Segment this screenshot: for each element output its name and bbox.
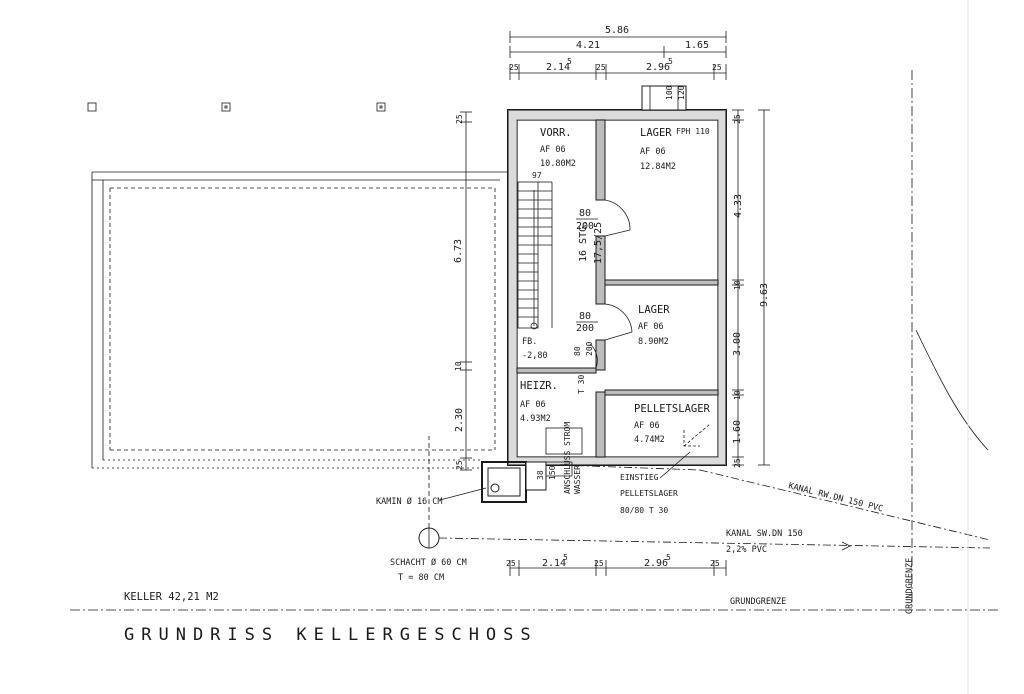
einstieg-c: 80/80 T 30 [620,506,668,515]
room-lager-2-floor: AF 06 [638,322,664,332]
dim-top-room-a-sup: 5 [567,57,572,66]
dim-right-a: 4.33 [733,194,744,218]
dim-left-wall-bottom: 25 [455,460,464,470]
room-pelletslager: PELLETSLAGER AF 06 4.74M2 [634,403,711,447]
dim-left-a: 6.73 [453,239,464,263]
room-lager-2-area: 8.90M2 [638,337,669,347]
doors: 80 200 80 200 80 200 T 30 [573,199,633,394]
dim-bottom-wall-a: 25 [506,559,516,568]
dim-top-wall-b: 25 [596,63,606,72]
anschluss-label-b: WASSER [573,465,582,494]
dim-top-wall-a: 25 [509,63,519,72]
door-1-height: 200 [576,221,594,232]
einstieg-a: EINSTIEG [620,473,659,482]
dim-right-b: 3.00 [732,332,743,356]
door-1-width: 80 [579,208,591,219]
anschluss-label-a: ANSCHLUSS STROM [563,422,572,494]
dim-left-b: 2.30 [454,408,465,432]
stair-ratio: 17,5/25 [593,222,604,264]
fb-level: -2,80 [522,351,548,361]
dim-right-wall-bottom: 25 [733,458,742,468]
einstieg-note: EINSTIEG PELLETSLAGER 80/80 T 30 [620,451,691,515]
dim-top-room-b-sup: 5 [668,57,673,66]
dim-total-width: 5.86 [605,25,629,36]
einstieg-b: PELLETSLAGER [620,489,678,498]
t30-label: T 30 [577,375,586,394]
dim-right-wall-2: 10 [733,390,742,400]
dim-right-wall-top: 25 [733,114,742,124]
dim-bottom-room-b-sup: 5 [666,553,671,562]
fb-label: FB. [522,337,537,347]
column-markers [87,102,386,112]
top-dimension-chains: 5.86 4.21 1.65 25 2.14 5 25 2.96 5 25 [509,25,727,80]
stair-steps: 16 STG. [578,220,589,262]
door-3-width: 80 [573,346,582,356]
dim-right-total: 9.63 [759,283,770,307]
room-lager-2-name: LAGER [638,304,670,316]
room-heizr-floor: AF 06 [520,400,546,410]
chimney-label-b: 150 [548,465,557,480]
room-vorr-area: 10.80M2 [540,159,576,169]
window-label-b: 120 [677,85,686,100]
room-lager-1-name: LAGER [640,127,672,139]
window-label-a: 100 [665,85,674,100]
total-area: KELLER 42,21 M2 [124,591,219,603]
room-lager-1-floor: AF 06 [640,147,666,157]
grundgrenze-vertical: GRUNDGRENZE [905,558,915,614]
kamin-label: KAMIN Ø 16 CM [376,496,443,507]
kanal-sw-slope: 2,2% PVC [726,545,767,555]
room-fb: FB. -2,80 [522,337,548,361]
room-pelletslager-area: 4.74M2 [634,435,665,445]
room-lager-2: LAGER AF 06 8.90M2 [638,304,670,347]
dim-top-room-a: 2.14 [546,62,570,73]
fph-label: FPH 110 [676,127,710,136]
door-3-height: 200 [585,341,594,356]
dim-top-wall-c: 25 [712,63,722,72]
room-pelletslager-floor: AF 06 [634,421,660,431]
dim-bottom-room-a: 2.14 [542,558,566,569]
dim-left-wall-top: 25 [455,114,464,124]
room-vorr-name: VORR. [540,127,572,139]
room-heizr-area: 4.93M2 [520,414,551,424]
building-walls: 100 120 [507,85,727,466]
room-lager-1-area: 12.84M2 [640,162,676,172]
door-2-width: 80 [579,311,591,322]
schacht-label-b: T = 80 CM [398,573,444,583]
garage-outline [91,171,508,469]
room-vorr: VORR. AF 06 10.80M2 [540,127,576,169]
stair-width: 97 [532,171,542,180]
bottom-dimension-chain: 25 2.14 5 25 2.96 5 25 [506,553,727,576]
left-dimension-chain: 25 6.73 10 2.30 25 [453,111,472,471]
grundgrenze-horizontal: GRUNDGRENZE [730,597,786,607]
room-pelletslager-name: PELLETSLAGER [634,403,711,415]
right-dimension-chain: 25 4.33 10 3.00 10 1.60 25 9.63 [732,109,770,468]
dim-left-wall-mid: 10 [454,361,463,371]
dim-bottom-room-b: 2.96 [644,558,668,569]
dim-top-seg-a: 4.21 [576,40,600,51]
drawing-title: GRUNDRISS KELLERGESCHOSS [124,625,538,645]
dim-right-c: 1.60 [732,420,743,444]
dim-bottom-wall-b: 25 [594,559,604,568]
kanal-sw: KANAL SW.DN 150 [726,529,803,539]
room-heizr: HEIZR. AF 06 4.93M2 [520,380,583,455]
dim-bottom-room-a-sup: 5 [563,553,568,562]
chimney-label-a: 38 [536,470,545,480]
schacht-label-a: SCHACHT Ø 60 CM [390,557,467,568]
dim-right-wall-1: 10 [733,280,742,290]
room-heizr-name: HEIZR. [520,380,558,392]
kanal-rw: KANAL RW.DN 150 PVC [787,481,884,514]
property-boundary: GRUNDGRENZE GRUNDGRENZE [70,0,1000,694]
chimney: 38 150 KAMIN Ø 16 CM ANSCHLUSS STROM WAS… [376,422,582,507]
door-2-height: 200 [576,323,594,334]
room-vorr-floor: AF 06 [540,145,566,155]
dim-bottom-wall-c: 25 [710,559,720,568]
dim-top-seg-b: 1.65 [685,40,709,51]
staircase: 97 16 STG. 17,5/25 [517,171,604,330]
dim-top-room-b: 2.96 [646,62,670,73]
room-lager-1: LAGER FPH 110 AF 06 12.84M2 [640,127,710,172]
